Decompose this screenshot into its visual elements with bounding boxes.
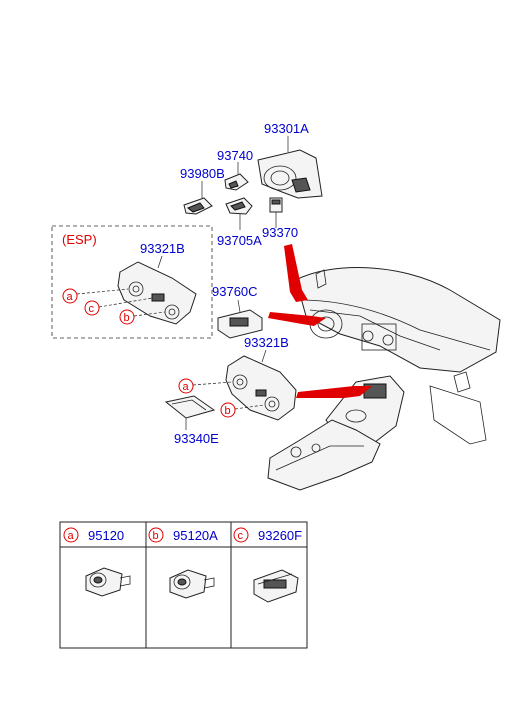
dashboard-illustration <box>267 267 501 491</box>
legend-callout-a <box>63 527 79 543</box>
part-93705A-switch <box>225 197 253 215</box>
legend-part-b-drawing <box>169 569 215 599</box>
label-93740: 93740 <box>217 148 253 163</box>
label-93340E: 93340E <box>174 431 219 446</box>
callout-a-esp-letter: a <box>67 291 74 303</box>
arrow-to-dash-switch <box>268 312 326 326</box>
callout-a <box>178 378 194 394</box>
part-93740-switch <box>224 173 249 191</box>
legend-callout-b <box>148 527 164 543</box>
label-93321B-esp: 93321B <box>140 241 185 256</box>
part-93321B-panel <box>225 355 297 421</box>
label-93705A: 93705A <box>217 233 262 248</box>
legend-callout-c <box>233 527 249 543</box>
legend-callout-a-letter: a <box>68 530 75 542</box>
part-93340E-bracket <box>164 395 216 419</box>
legend-part-c: 93260F <box>258 528 302 543</box>
label-93321B: 93321B <box>244 335 289 350</box>
part-93760C-switch <box>217 309 263 339</box>
callout-b <box>220 402 236 418</box>
arrow-to-console <box>296 386 372 398</box>
callout-c-esp-letter: c <box>89 303 95 315</box>
label-93301A: 93301A <box>264 121 309 136</box>
callout-a-esp <box>62 288 78 304</box>
legend-callout-b-letter: b <box>153 530 159 542</box>
label-93760C: 93760C <box>212 284 258 299</box>
part-93321B-esp-panel <box>117 261 197 325</box>
esp-variant-box <box>51 225 213 339</box>
legend-part-a: 95120 <box>88 528 124 543</box>
callout-a-letter: a <box>183 381 190 393</box>
label-93370: 93370 <box>262 225 298 240</box>
callout-b-esp-letter: b <box>124 312 130 324</box>
legend-callout-c-letter: c <box>238 530 244 542</box>
legend-part-a-drawing <box>85 567 131 597</box>
part-93301A-shroud <box>257 149 323 199</box>
part-93980B-switch <box>183 197 213 215</box>
legend-part-c-drawing <box>253 569 299 603</box>
callout-c-esp <box>84 300 100 316</box>
arrow-to-column <box>284 244 308 302</box>
callout-b-letter: b <box>225 405 231 417</box>
label-93980B: 93980B <box>180 166 225 181</box>
esp-label: (ESP) <box>62 232 97 247</box>
callout-b-esp <box>119 309 135 325</box>
part-93370-connector <box>269 197 283 213</box>
legend-part-b: 95120A <box>173 528 218 543</box>
